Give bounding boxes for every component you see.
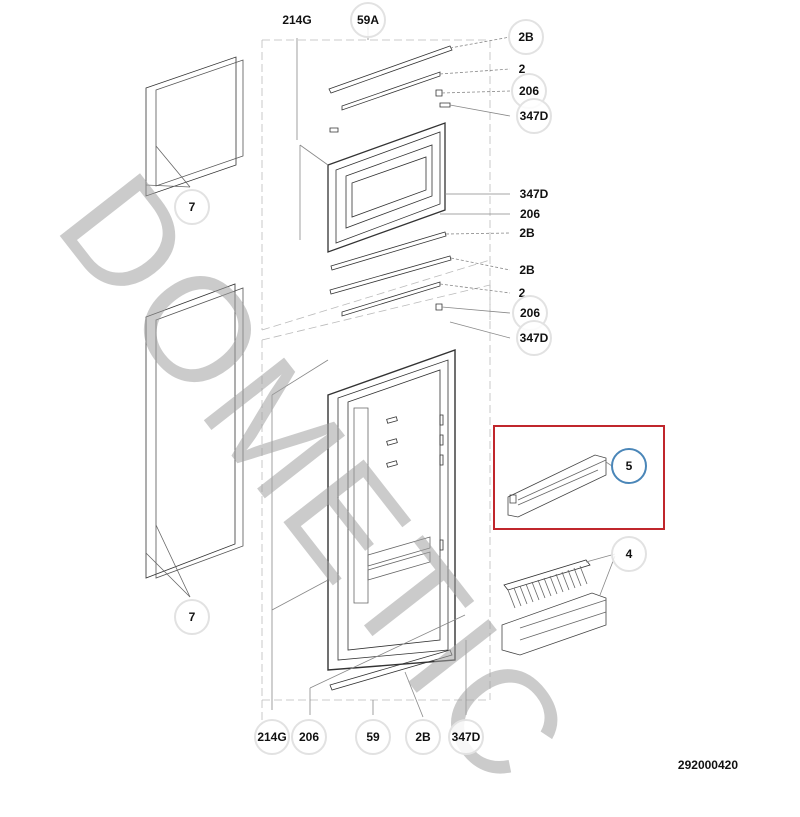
- callout-59[interactable]: 59: [355, 719, 391, 755]
- callout-206-bottom[interactable]: 206: [291, 719, 327, 755]
- callout-7-top[interactable]: 7: [174, 189, 210, 225]
- callout-2[interactable]: 2: [518, 286, 526, 300]
- callout-214G-top[interactable]: 214G: [282, 13, 312, 27]
- callout-5-highlighted[interactable]: 5: [611, 448, 647, 484]
- bottom-hinge-strip: [297, 20, 466, 717]
- callout-347D-bottom[interactable]: 347D: [448, 719, 484, 755]
- callout-347D[interactable]: 347D: [519, 187, 549, 201]
- callout-347D[interactable]: 347D: [516, 98, 552, 134]
- callout-59A[interactable]: 59A: [350, 2, 386, 38]
- door-shelf-4: [502, 554, 615, 655]
- door-assembly-drawing: [0, 0, 800, 800]
- assembly-boundary: [262, 40, 490, 720]
- middle-hinge-strips: [330, 194, 510, 338]
- callout-2B[interactable]: 2B: [519, 263, 535, 277]
- top-hinge-strips: [329, 37, 510, 132]
- callout-2B[interactable]: 2B: [519, 226, 535, 240]
- callout-2B[interactable]: 2B: [508, 19, 544, 55]
- callout-4[interactable]: 4: [611, 536, 647, 572]
- door-shelf-5: [508, 455, 612, 517]
- callout-206[interactable]: 206: [519, 207, 541, 221]
- callout-2B-bottom[interactable]: 2B: [405, 719, 441, 755]
- callout-2[interactable]: 2: [518, 62, 526, 76]
- drawing-number: 292000420: [677, 758, 738, 772]
- callout-7-bottom[interactable]: 7: [174, 599, 210, 635]
- highlighted-part-box: [493, 425, 665, 530]
- fridge-door: [272, 350, 455, 710]
- top-door-panel-7: [146, 57, 243, 196]
- freezer-door: [300, 123, 445, 252]
- callout-347D[interactable]: 347D: [516, 320, 552, 356]
- bottom-door-panel-7: [146, 284, 243, 597]
- callout-214G-bottom[interactable]: 214G: [254, 719, 290, 755]
